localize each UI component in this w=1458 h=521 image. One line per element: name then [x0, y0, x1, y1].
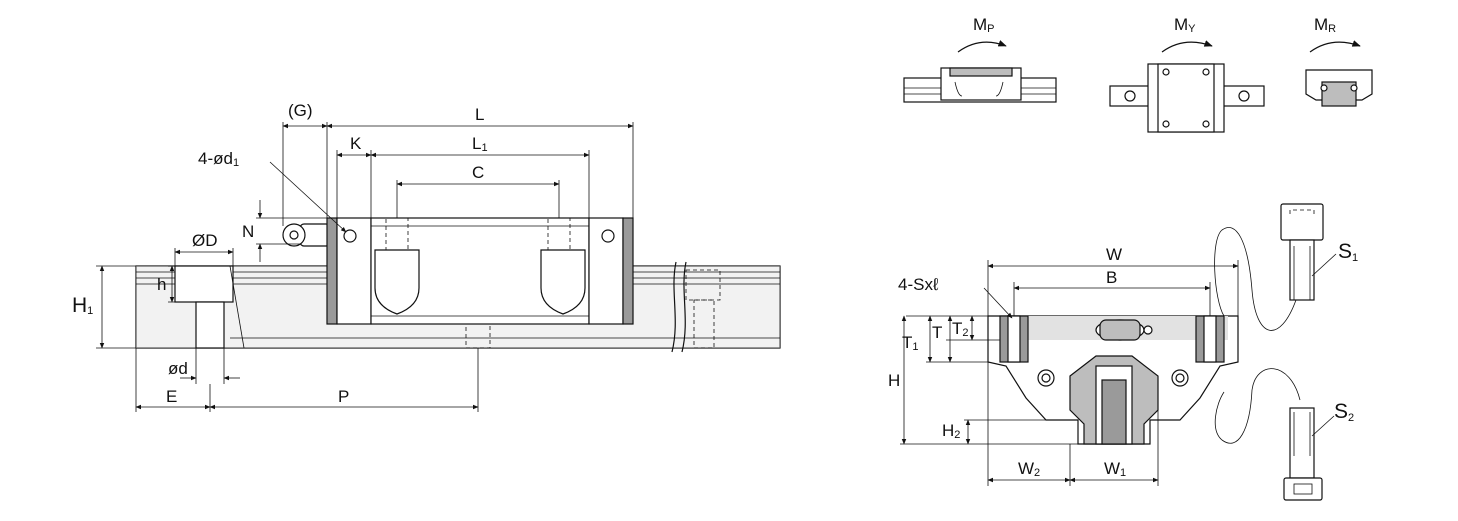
dim-od: ØD — [192, 231, 218, 250]
moment-mp: MP — [903, 15, 1057, 103]
dim-n: N — [242, 222, 254, 241]
dim-h: h — [157, 275, 166, 294]
dim-h-big: H — [888, 371, 900, 390]
dim-t: T — [932, 323, 942, 342]
dim-w: W — [1106, 245, 1122, 264]
dim-p: P — [338, 387, 349, 406]
moment-my: MY — [1109, 15, 1265, 133]
dim-4-sxl: 4-Sxℓ — [898, 275, 939, 294]
side-view: (G) L K L1 C 4-ød1 N ØD — [72, 101, 781, 412]
dim-w1: W1 — [1104, 459, 1126, 479]
dim-w2: W2 — [1018, 459, 1040, 479]
moment-mp-label: MP — [973, 15, 995, 35]
bolt-s1: S1 — [1280, 203, 1358, 301]
bolt-s2-label: S2 — [1334, 400, 1354, 424]
dim-b: B — [1106, 268, 1117, 287]
moment-mr: MR — [1305, 15, 1373, 107]
dim-l1: L1 — [472, 134, 488, 154]
return-cap-right — [540, 249, 586, 315]
dim-4-od1: 4-ød1 — [198, 149, 239, 169]
dim-h1: H1 — [72, 294, 93, 317]
end-cap-hole — [343, 229, 357, 243]
dim-t2: T2 — [952, 319, 969, 339]
bolt-s1-label: S1 — [1338, 240, 1358, 264]
front-view: W B 4-Sxℓ T1 T T2 H H2 W2 W1 — [888, 227, 1301, 486]
dim-g: (G) — [288, 101, 313, 120]
dim-l: L — [475, 105, 484, 124]
dim-c: C — [472, 163, 484, 182]
counterbore — [174, 265, 234, 303]
dim-od-small: ød — [168, 359, 188, 378]
dim-t1: T1 — [902, 333, 919, 353]
moment-my-label: MY — [1174, 15, 1196, 35]
moment-mr-label: MR — [1314, 15, 1336, 35]
return-cap-left — [374, 249, 420, 315]
dim-k: K — [350, 134, 362, 153]
dim-e: E — [166, 387, 177, 406]
end-seal — [326, 217, 338, 325]
dim-h2: H2 — [942, 421, 960, 441]
bolt-s2: S2 — [1283, 400, 1354, 501]
